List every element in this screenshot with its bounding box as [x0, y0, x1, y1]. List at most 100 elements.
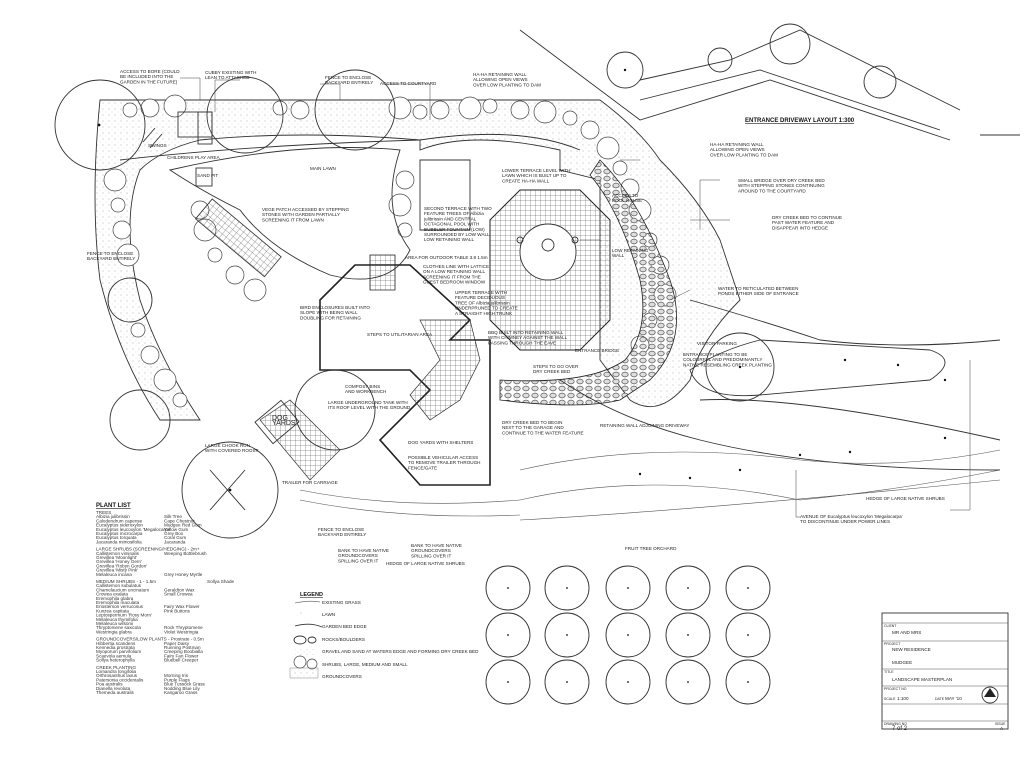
dog-yards-box [254, 399, 300, 445]
shrub [562, 110, 578, 126]
label-line: FEATURE TREES OF Albizia [424, 211, 484, 216]
fruit-tree [485, 565, 531, 611]
shrub [397, 222, 413, 238]
label-line: FEATURE DECIDUOUS [455, 295, 505, 300]
label-line: OVER LOW PLANTING TO DAM [473, 82, 541, 87]
label-line: OCTAGONAL POOL WITH [424, 222, 479, 227]
plant-common-name: Coral Gum [164, 535, 186, 540]
label-line: HEDGE OF LARGE NATIVE SHRUBS [866, 496, 945, 501]
plant-common-name: Grey Box [164, 531, 184, 536]
label-line: CREATE HA-HA WALL [502, 178, 550, 183]
label-line: AVENUE OF Eucalyptus leucoxylon 'Megaloc… [800, 514, 903, 519]
plant-common-name: Kangaroo Grass [164, 690, 198, 695]
fruit-tree [485, 659, 531, 705]
plant-botanical-name: Chamelaucium uncinatum [96, 587, 149, 592]
plant-botanical-name: Patersonia occidentalis [96, 677, 144, 682]
label-line: SMALL BRIDGE OVER DRY CREEK BED [738, 178, 825, 183]
plant-common-name: Blue Tussock Grass [164, 682, 206, 687]
plant-common-name: Silk Tree [164, 514, 182, 519]
legend-swatch-bed-edge [294, 623, 323, 628]
label-line: SPILLING OVER IT [338, 558, 379, 563]
label-low-wall: LOW RETAINING WALL [424, 237, 474, 242]
fruit-tree [725, 565, 771, 611]
plant-common-name: Paper Daisy [164, 641, 190, 646]
fruit-tree-center [747, 681, 749, 683]
drawing-no-label: DRAWING NO [884, 722, 907, 726]
entrance-driveway-inset [519, 23, 1020, 141]
fruit-tree [544, 565, 590, 611]
avenue-trees [638, 358, 947, 480]
label-line: UPPER TERRACE WITH [455, 290, 507, 295]
project-no-label: PROJECT NO [884, 687, 907, 691]
fruit-tree [544, 659, 590, 705]
label-line: BE INCLUDED INTO THE [120, 74, 173, 79]
legend-item: ROCKS/BOULDERS [322, 637, 365, 642]
fruit-tree-center [747, 634, 749, 636]
plant-common-name: Yellow Gum [164, 527, 189, 532]
fruit-tree [605, 565, 651, 611]
shrub [207, 247, 223, 263]
plant-botanical-name: Dianella revoluta [96, 686, 131, 691]
label-line: SLOPE WITH BEING WALL [300, 310, 358, 315]
scale-label: SCALE [884, 697, 896, 701]
label-line: POSSIBLE VEHICULAR ACCESS [408, 455, 478, 460]
fruit-tree [605, 659, 651, 705]
label-play-area: CHILDRENS PLAY AREA [167, 155, 221, 160]
label-steps-util: STEPS TO UTILITARIAN AREA [367, 332, 433, 337]
label-line: GARDEN IN THE FUTURE) [120, 79, 178, 84]
plant-botanical-name: Callistemon subulatus [96, 583, 142, 588]
label-line: HA-HA RETAINING WALL [710, 142, 764, 147]
legend-title: LEGEND [300, 592, 323, 598]
legend-swatch-existing-grass [294, 600, 321, 604]
plant-botanical-name: Eriostemon verrucosus [96, 604, 144, 609]
shrub [395, 170, 415, 190]
plant-botanical-name: Melaleuca thymifolia [96, 617, 138, 622]
label-line: VISITOR PARKING [697, 341, 737, 346]
plant-botanical-name: Kennedia prostrata [96, 645, 135, 650]
label-line: UNDERPRUNED TO CREATE [455, 306, 518, 311]
label-line: STEPS TO UTILITARIAN AREA [367, 332, 433, 337]
plant-botanical-name: Leptospermum 'Rosy Morn' [96, 613, 152, 618]
plant-botanical-name: Jacaranda mimosifolia [96, 539, 142, 544]
label-line: LOWER TERRACE LEVEL WITH [502, 168, 570, 173]
sand-pit [195, 167, 213, 187]
plant-botanical-name: Thryptomene saxicola [96, 625, 141, 630]
label-line: DRY CREEK BED [533, 369, 571, 374]
legend-item: GARDEN BED EDGE [322, 624, 367, 629]
entrance-driveway-title: ENTRANCE DRIVEWAY LAYOUT 1:300 [745, 118, 855, 124]
label-swings: SWINGS [148, 143, 167, 148]
shrub [533, 100, 557, 124]
label-line: ON A LOW RETAINING WALL [423, 269, 485, 274]
plant-botanical-name: Melaleuca wilsonii [96, 621, 133, 626]
existing-trees [54, 51, 644, 539]
fruit-tree-center [747, 587, 749, 589]
fruit-tree-center [507, 634, 509, 636]
fruit-tree [485, 612, 531, 658]
plant-botanical-name: Westringia glabra [96, 629, 132, 634]
label-line: TREE OF Albizia julibrissin [455, 300, 510, 305]
shrub [272, 100, 288, 116]
label-line: VEGE PATCH ACCESSED BY STEPPING [262, 207, 349, 212]
label-line: PONDS EITHER SIDE OF ENTRANCE [718, 291, 799, 296]
label-line: ALLOWING OPEN VIEWS [710, 147, 765, 152]
label-line: LOW RETAINING WALL [424, 237, 474, 242]
label-line: OVER LOW PLANTING TO DAM [710, 152, 778, 157]
fruit-tree-center [507, 681, 509, 683]
plant-botanical-name: Melaleuca incana [96, 572, 132, 577]
plant-botanical-name: Albizia julibrissin [96, 514, 130, 519]
label-entrance-bridge: ENTRANCE BRIDGE [575, 348, 619, 353]
label-orchard: FRUIT TREE ORCHARD [625, 546, 677, 551]
plant-common-name: Jacaranda [164, 539, 186, 544]
label-line: BIRD ENCLOSURES BUILT INTO [300, 305, 370, 310]
